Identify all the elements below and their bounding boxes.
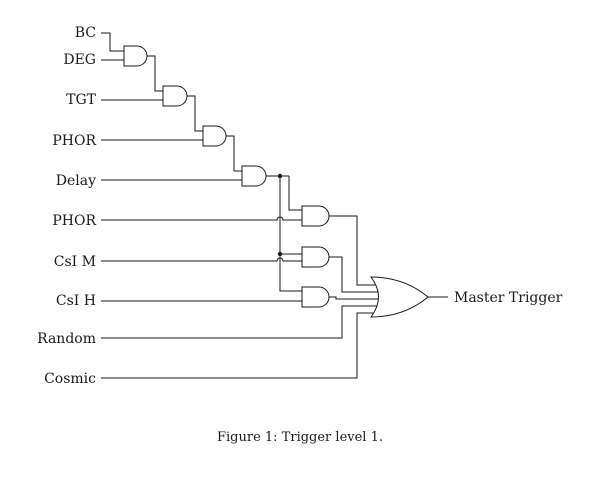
junction-dot-1 bbox=[277, 173, 283, 179]
wire-and5-out bbox=[329, 215, 380, 286]
wire-and2-out bbox=[187, 95, 203, 132]
wire-cosmic bbox=[101, 312, 380, 379]
input-label-random: Random bbox=[37, 331, 96, 347]
input-label-cosmic: Cosmic bbox=[44, 371, 96, 387]
wire-and1-out bbox=[147, 55, 163, 92]
and-second-level bbox=[301, 205, 380, 308]
input-label-deg: DEG bbox=[63, 52, 96, 68]
and-gate-4 bbox=[241, 165, 267, 187]
and-gate-7 bbox=[301, 286, 330, 308]
and-gate-3 bbox=[202, 125, 227, 147]
wire-and6-out bbox=[329, 256, 380, 293]
wire-phor-2 bbox=[101, 216, 302, 221]
fanout bbox=[266, 173, 302, 292]
input-label-csi-h: CsI H bbox=[56, 293, 96, 309]
or-gate-group bbox=[370, 276, 448, 318]
wire-and7-out bbox=[329, 296, 380, 300]
wire-random bbox=[101, 305, 380, 339]
input-label-tgt: TGT bbox=[66, 92, 97, 108]
input-label-delay: Delay bbox=[56, 173, 96, 189]
input-label-phor-2: PHOR bbox=[52, 213, 96, 229]
wire-bc bbox=[101, 32, 124, 52]
junction-dot-2 bbox=[277, 251, 283, 257]
and-gate-2 bbox=[162, 85, 188, 107]
input-wires bbox=[101, 32, 380, 379]
and-chain bbox=[123, 45, 267, 187]
wire-csi-m bbox=[101, 257, 302, 262]
wire-fanout-spine-b bbox=[288, 176, 302, 211]
or-gate bbox=[370, 276, 429, 318]
and-gate-5 bbox=[301, 205, 330, 227]
input-label-phor-1: PHOR bbox=[52, 133, 96, 149]
figure-caption: Figure 1: Trigger level 1. bbox=[217, 430, 383, 445]
wire-and3-out bbox=[226, 135, 242, 172]
input-label-csi-m: CsI M bbox=[54, 254, 96, 270]
input-label-bc: BC bbox=[75, 25, 96, 41]
and-gate-6 bbox=[301, 246, 330, 268]
output-label: Master Trigger bbox=[454, 290, 563, 306]
wire-fanout-spine-a bbox=[279, 176, 302, 292]
and-gate-1 bbox=[123, 45, 148, 67]
